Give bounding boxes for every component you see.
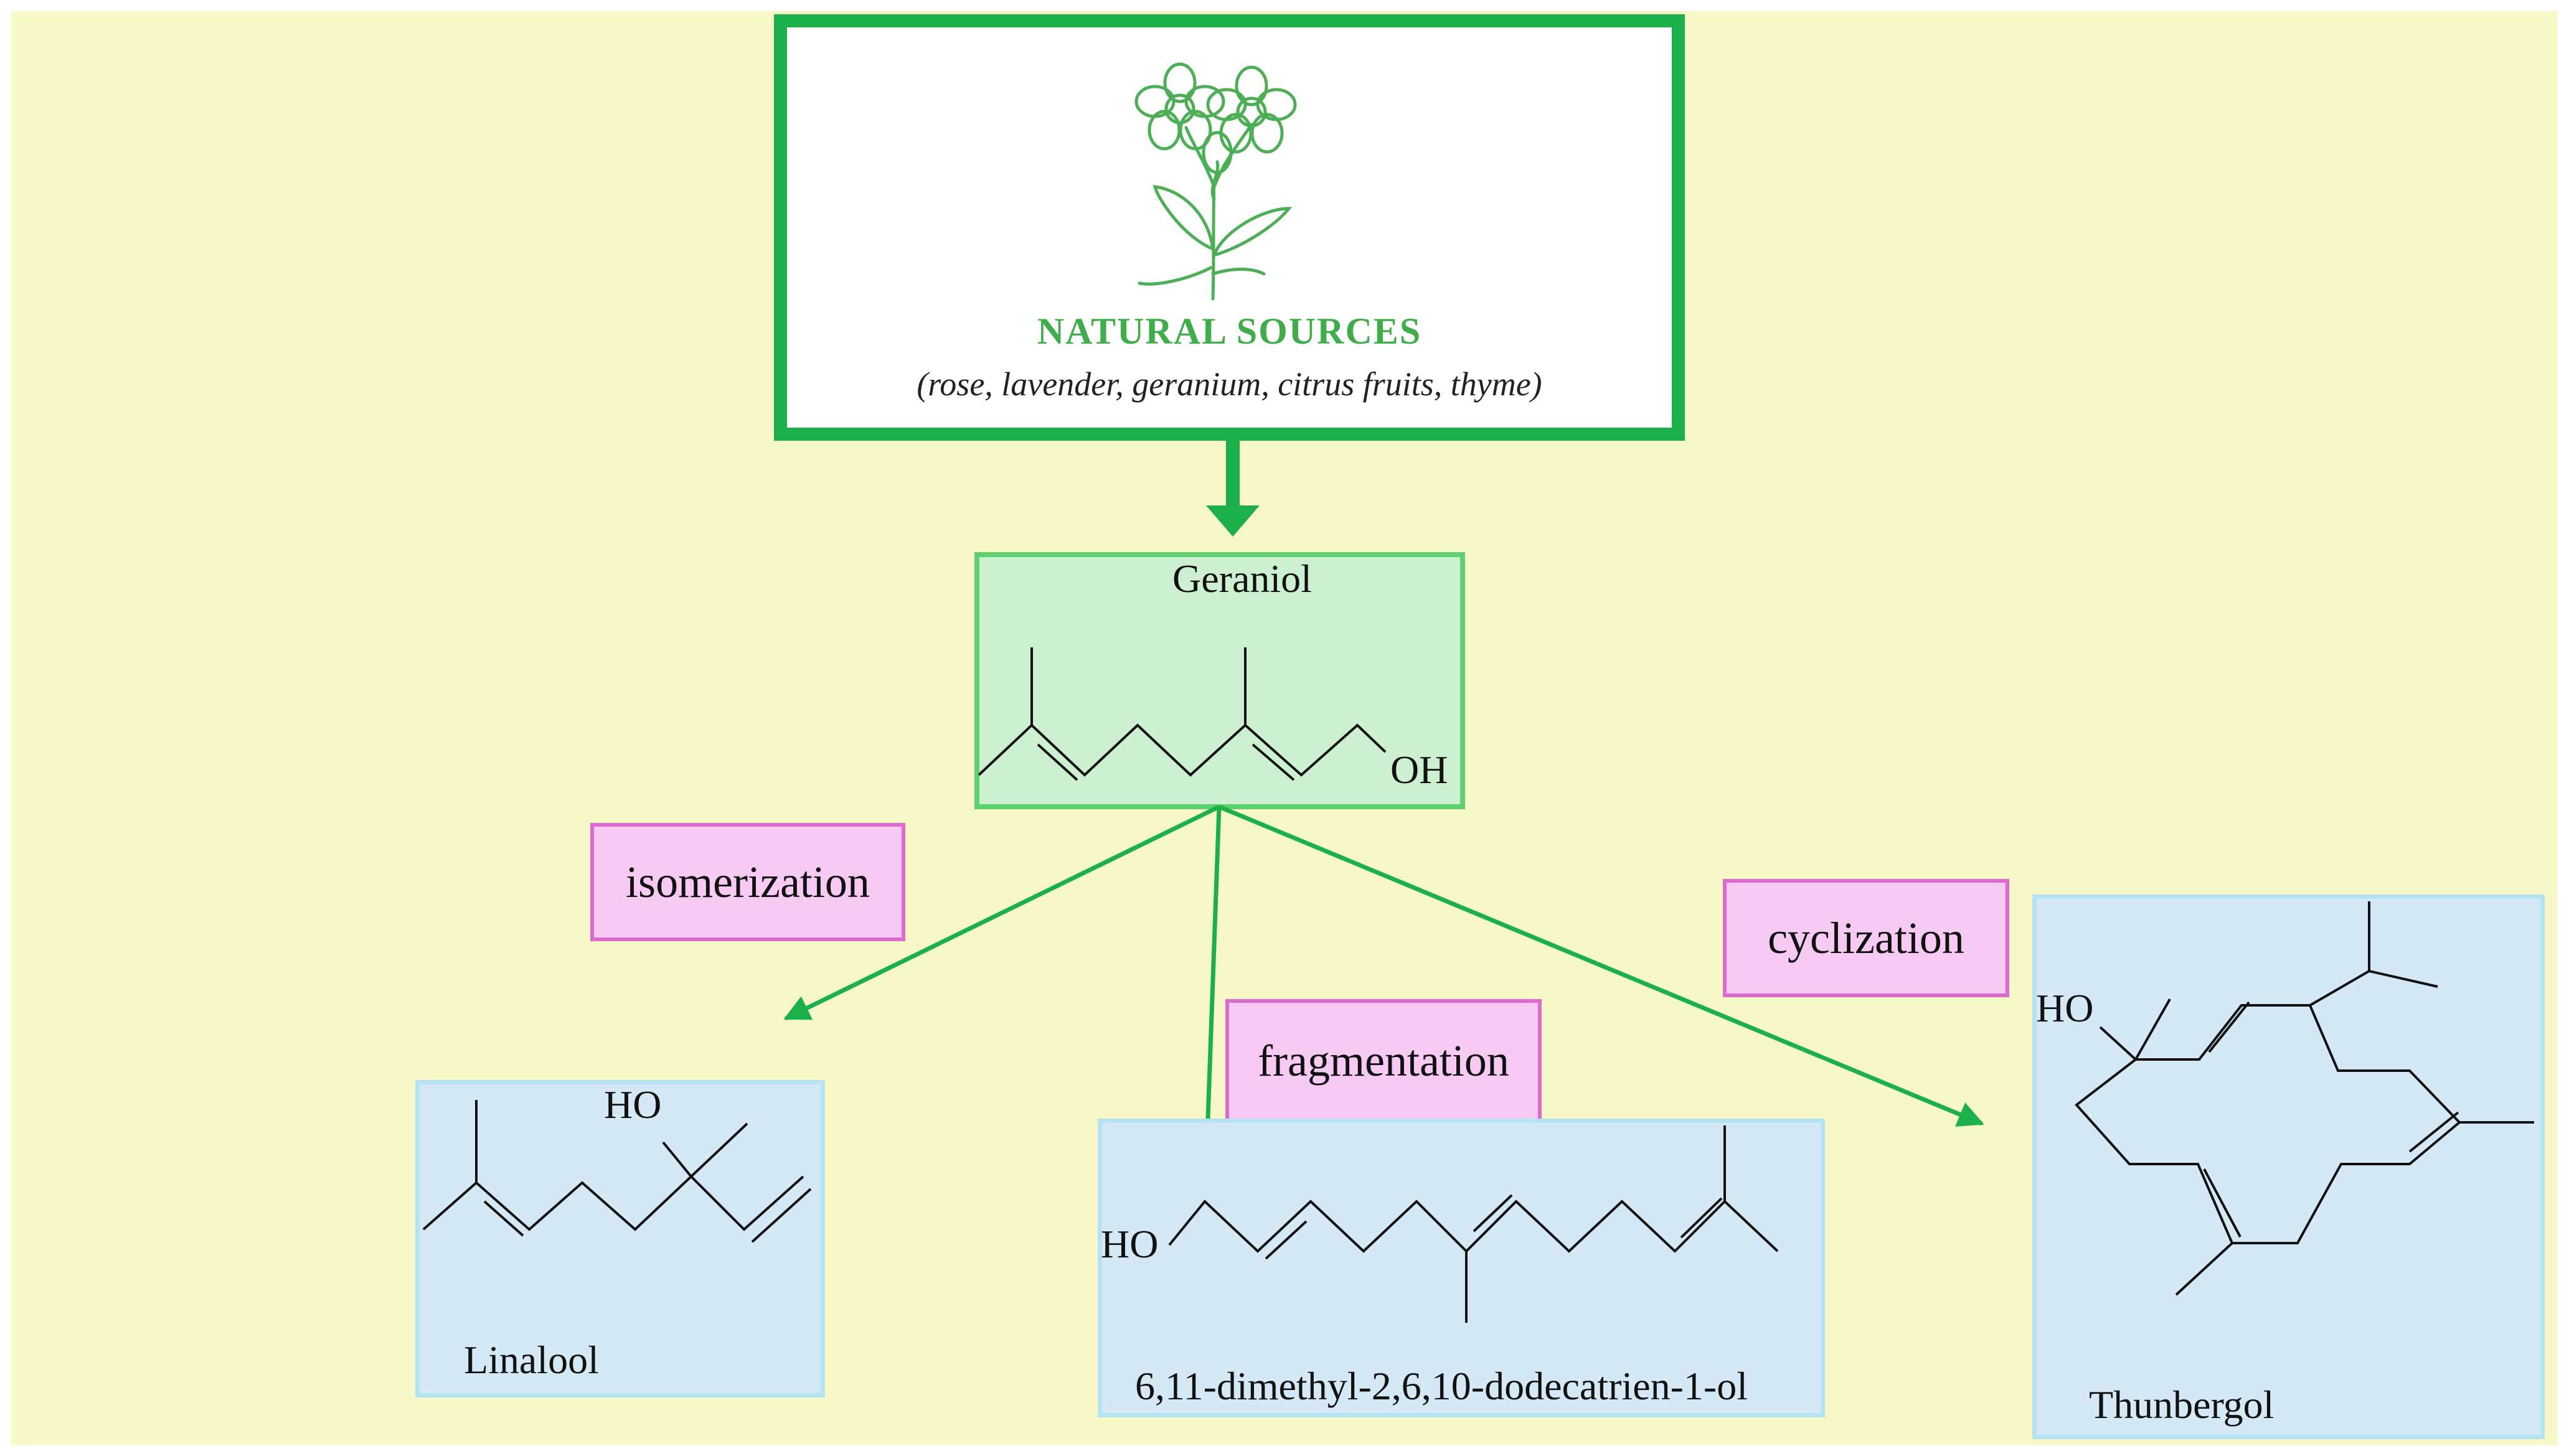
natural-sources-title: NATURAL SOURCES bbox=[1037, 311, 1422, 352]
source-arrow-head bbox=[1206, 505, 1260, 537]
isomerization-arrow bbox=[783, 804, 1220, 1021]
geraniol-label: Geraniol bbox=[1172, 557, 1312, 601]
isomerization-label: isomerization bbox=[590, 823, 905, 941]
thunbergol-structure bbox=[2075, 901, 2534, 1296]
linalool-label: Linalool bbox=[464, 1338, 599, 1382]
dodecatrienol-box bbox=[1098, 1119, 1825, 1417]
linalool-structure bbox=[422, 1100, 812, 1243]
dodecatrienol-ho-label: HO bbox=[1101, 1222, 1159, 1266]
linalool-ho-label: HO bbox=[604, 1083, 662, 1127]
cyclization-label: cyclization bbox=[1723, 879, 2009, 997]
natural-sources-box bbox=[774, 14, 1685, 441]
thunbergol-ho-label: HO bbox=[2036, 986, 2094, 1030]
geraniol-oh-label: OH bbox=[1390, 748, 1448, 792]
geraniol-structure bbox=[978, 647, 1387, 781]
dodecatrienol-structure bbox=[1168, 1125, 1779, 1323]
fragmentation-arrow bbox=[1205, 806, 1222, 1119]
cyclization-arrow bbox=[1218, 804, 1984, 1127]
fragmentation-label: fragmentation bbox=[1225, 999, 1542, 1119]
flower-icon bbox=[1134, 62, 1297, 301]
geraniol-box bbox=[974, 552, 1465, 809]
thunbergol-label: Thunbergol bbox=[2089, 1383, 2274, 1427]
reaction-arrows bbox=[783, 441, 1984, 1127]
dodecatrienol-label: 6,11-dimethyl-2,6,10-dodecatrien-1-ol bbox=[1135, 1364, 1748, 1408]
thunbergol-box bbox=[2032, 895, 2545, 1439]
natural-sources-subtitle: (rose, lavender, geranium, citrus fruits… bbox=[917, 365, 1542, 403]
